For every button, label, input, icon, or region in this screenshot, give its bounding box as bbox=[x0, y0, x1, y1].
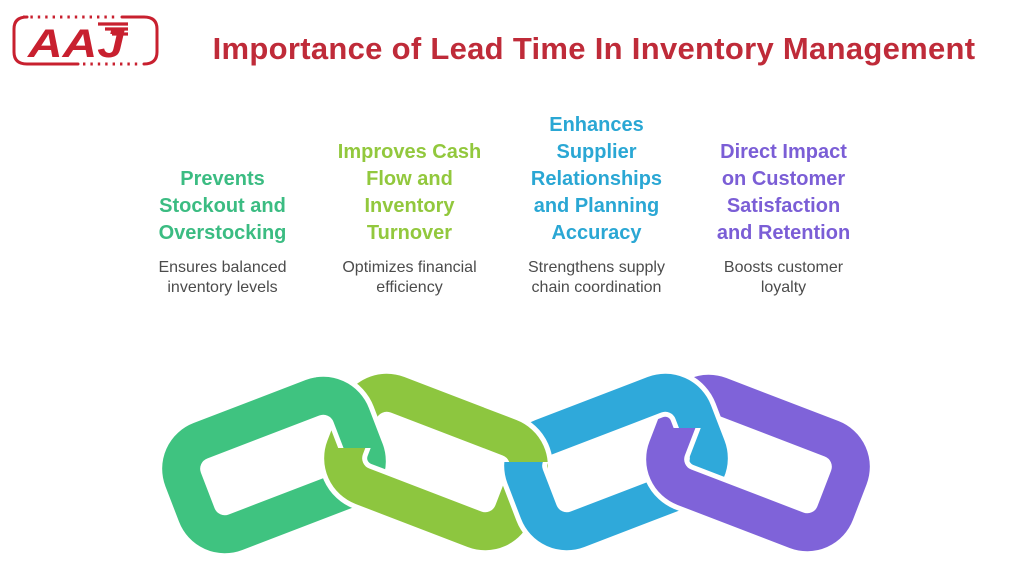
benefit-columns: Prevents Stockout and Overstocking Ensur… bbox=[129, 105, 877, 298]
chain-link-1 bbox=[172, 387, 375, 543]
logo-speed-lines bbox=[98, 22, 128, 36]
chain-link-3 bbox=[514, 384, 717, 540]
aaj-logo: AAJ bbox=[12, 15, 159, 66]
column-subtitle: Optimizes financial efficiency bbox=[342, 259, 477, 296]
column-heading: Enhances Supplier Relationships and Plan… bbox=[530, 114, 663, 244]
column-heading-wrap: Prevents Stockout and Overstocking bbox=[159, 105, 287, 247]
column-heading: Direct Impact on Customer Satisfaction a… bbox=[716, 141, 851, 244]
column-subtitle: Boosts customer loyalty bbox=[723, 259, 844, 296]
chain-link-2 bbox=[334, 384, 537, 540]
chain-link-4 bbox=[656, 385, 859, 541]
logo-frame-left bbox=[12, 15, 80, 66]
page-title: Importance of Lead Time In Inventory Man… bbox=[212, 31, 976, 66]
column-subtitle: Ensures balanced inventory levels bbox=[158, 259, 287, 296]
benefit-column-customer-satisfaction-retention: Direct Impact on Customer Satisfaction a… bbox=[690, 105, 877, 298]
column-subtitle: Strengthens supply chain coordination bbox=[528, 259, 665, 296]
column-heading: Improves Cash Flow and Inventory Turnove… bbox=[337, 141, 482, 244]
logo-text: AAJ bbox=[27, 22, 125, 66]
benefit-column-prevents-stockout: Prevents Stockout and Overstocking Ensur… bbox=[129, 105, 316, 298]
chain-link-3-over-crossing bbox=[514, 384, 717, 540]
chain-link-2-over-crossing bbox=[334, 384, 537, 540]
column-heading-wrap: Improves Cash Flow and Inventory Turnove… bbox=[338, 105, 481, 247]
column-heading-wrap: Direct Impact on Customer Satisfaction a… bbox=[717, 105, 850, 247]
chain-link-1-over-crossing bbox=[172, 387, 375, 543]
column-heading: Prevents Stockout and Overstocking bbox=[158, 168, 287, 244]
logo-frame-right bbox=[120, 15, 159, 66]
benefit-column-enhances-supplier-relationships: Enhances Supplier Relationships and Plan… bbox=[503, 105, 690, 298]
column-heading-wrap: Enhances Supplier Relationships and Plan… bbox=[531, 105, 662, 247]
benefit-column-improves-cash-flow: Improves Cash Flow and Inventory Turnove… bbox=[316, 105, 503, 298]
